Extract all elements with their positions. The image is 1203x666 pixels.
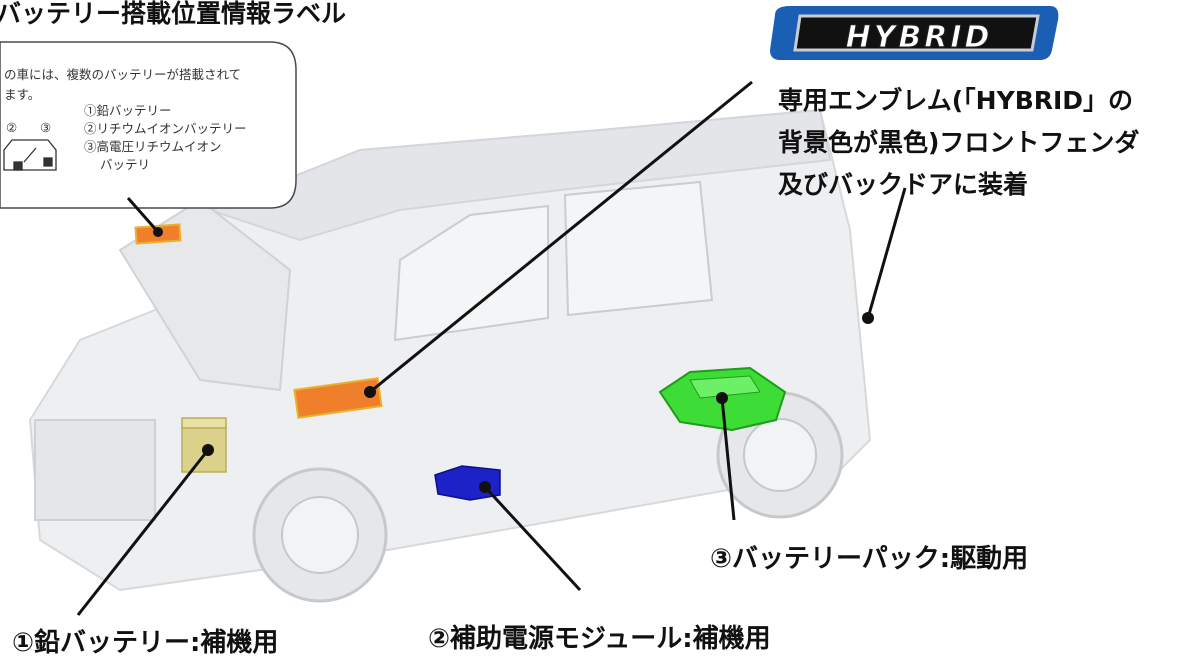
bubble-line-2: ます。 (4, 87, 41, 102)
emblem-caption-line-1: 専用エンブレム(「HYBRID」の (778, 86, 1134, 115)
bubble-item-hv-lithium-cont: バッテリ (100, 157, 151, 172)
bubble-icon-number-2: ② (6, 120, 18, 135)
diagram-title: バッテリー搭載位置情報ラベル (0, 0, 347, 28)
bubble-item-lead-battery: ①鉛バッテリー (84, 103, 172, 118)
callout-battery-pack: ③バッテリーパック:駆動用 (710, 544, 1029, 574)
callout-lead-battery: ①鉛バッテリー:補機用 (12, 628, 279, 658)
front-grille (34, 419, 156, 521)
emblem-caption: 専用エンブレム(「HYBRID」の 背景色が黒色)フロントフェンダ 及びバックド… (778, 80, 1139, 206)
leader-dots (153, 227, 874, 493)
bubble-item-hv-lithium: ③高電圧リチウムイオン (84, 139, 222, 154)
bubble-icon-number-3: ③ (40, 120, 52, 135)
car-roof (207, 108, 832, 242)
lead-battery (181, 417, 227, 473)
car-windows (393, 180, 714, 342)
bubble-line-1: の車には、複数のバッテリーが搭載されて (4, 67, 242, 82)
info-bubble (0, 41, 297, 209)
emblem-caption-line-3: 及びバックドアに装着 (778, 170, 1029, 199)
hybrid-emblem-badge (770, 6, 1059, 60)
emblem-caption-line-2: 背景色が黒色)フロントフェンダ (778, 128, 1140, 157)
leader-lines (76, 80, 907, 616)
bubble-car-icons (3, 139, 57, 171)
hybrid-emblem-label-fender (293, 377, 383, 419)
callout-power-module: ②補助電源モジュール:補機用 (428, 624, 771, 654)
wheels (252, 391, 844, 603)
hybrid-emblem-text: HYBRID (845, 20, 993, 56)
bubble-item-lithium-battery: ②リチウムイオンバッテリー (84, 121, 247, 136)
